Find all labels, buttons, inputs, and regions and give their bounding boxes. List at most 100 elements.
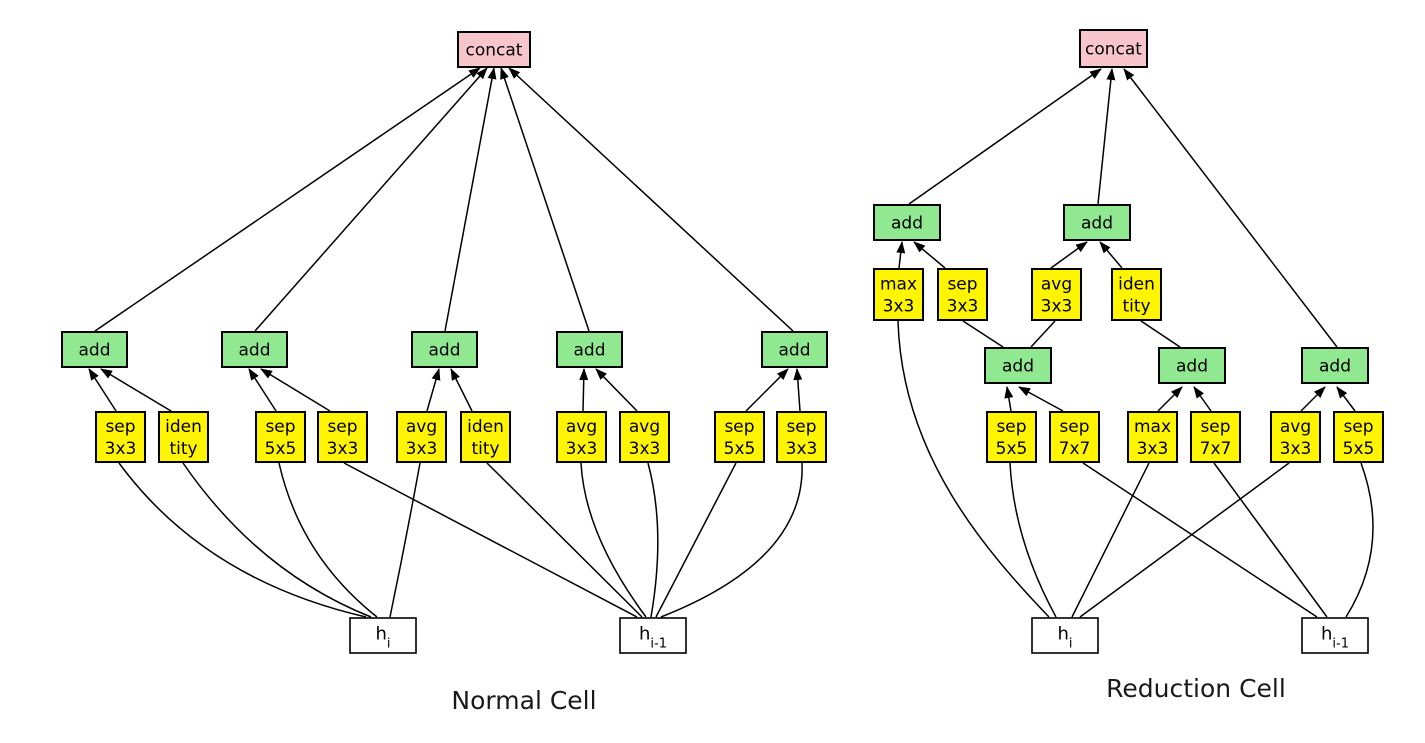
add-1-box	[61, 331, 128, 368]
normal-cell-title: Normal Cell	[451, 686, 597, 715]
edge-op-sep7x7-a-to-add-mid-left	[1018, 386, 1064, 412]
edge-op-sep3x3-to-add-top-left	[913, 241, 946, 269]
edge-op-avg3x3-b-to-add-mid-right	[1300, 386, 1326, 412]
op3-sep5x5-box	[255, 411, 306, 463]
concat-box	[1079, 29, 1148, 68]
op7-avg3x3-box	[556, 411, 607, 463]
add-mid-center-label: add	[1176, 357, 1208, 377]
edge-add-top-right-to-concat	[1097, 68, 1116, 205]
op5-avg3x3-box	[396, 411, 447, 463]
reduction-cell-title: Reduction Cell	[1106, 674, 1286, 703]
edge-op1-sep3x3-to-add-1	[88, 368, 117, 412]
edge-op-identity-to-add-top-right	[1099, 241, 1123, 269]
add-3-box	[411, 331, 478, 368]
edge-add-top-left-to-concat	[908, 68, 1102, 205]
add-mid-center-box	[1158, 347, 1226, 384]
op10-sep3x3-box	[776, 411, 827, 463]
add-4-box	[556, 331, 623, 368]
edge-add-2-to-concat	[254, 67, 488, 332]
add-5-label: add	[779, 341, 811, 361]
h-i-box	[1031, 617, 1099, 654]
edge-add-mid-left-to-op-avg3x3-a	[1030, 320, 1056, 348]
op-max3x3-b-box	[1127, 411, 1178, 463]
edge-h-i-1-to-op7-avg3x3	[580, 462, 647, 618]
edge-op9-sep5x5-to-add-5	[745, 368, 789, 412]
op-sep5x5-b-box	[1333, 411, 1384, 463]
edge-op4-sep3x3-to-add-2	[260, 368, 331, 412]
add-4-label: add	[574, 341, 606, 361]
h-i-box	[349, 617, 417, 654]
op-sep7x7-a-box	[1049, 411, 1100, 463]
add-mid-left-label: add	[1002, 357, 1034, 377]
edge-op-max3x3-a-to-add-top-left	[896, 241, 906, 269]
h-i-1-label: hi-1	[639, 624, 667, 652]
edge-add-1-to-concat	[94, 67, 481, 332]
h-i-label: hi	[1057, 624, 1072, 652]
node-add-mid-center: add	[1158, 347, 1226, 384]
op-max3x3-a-box	[873, 268, 924, 321]
edge-h-i-1-to-op10-sep3x3	[660, 462, 803, 618]
op-sep5x5-a-box	[986, 411, 1037, 463]
edge-h-i-to-op1-sep3x3	[118, 462, 367, 618]
node-add-mid-left: add	[984, 347, 1052, 384]
node-add-top-left: add	[873, 204, 941, 241]
node-h-i-1: hi-1	[1301, 617, 1369, 654]
edge-op-sep7x7-b-to-add-mid-center	[1193, 386, 1212, 412]
edge-h-i-to-op-max3x3-b	[1071, 462, 1150, 618]
edge-h-i-to-op-avg3x3-b	[1079, 462, 1290, 618]
edge-h-i-1-to-op-sep7x7-b	[1213, 462, 1328, 618]
edge-h-i-to-op-sep5x5-a	[1009, 462, 1057, 618]
h-i-label: hi	[375, 624, 390, 652]
node-h-i: hi	[1031, 617, 1099, 654]
add-top-left-label: add	[891, 214, 923, 234]
op-avg3x3-a-box	[1031, 268, 1082, 321]
add-mid-right-box	[1301, 347, 1369, 384]
op6-identity-box	[460, 411, 511, 463]
edge-op-max3x3-b-to-add-mid-center	[1157, 386, 1183, 412]
edge-op-avg3x3-a-to-add-top-right	[1050, 241, 1088, 269]
op1-sep3x3-box	[95, 411, 146, 463]
node-add-2: add	[221, 331, 288, 368]
edge-h-i-to-op2-identity	[182, 462, 372, 618]
edge-add-3-to-concat	[444, 67, 497, 332]
add-2-label: add	[239, 341, 271, 361]
edge-op7-avg3x3-to-add-4	[579, 368, 589, 412]
edge-op-sep5x5-b-to-add-mid-right	[1336, 386, 1356, 412]
node-concat: concat	[1079, 29, 1148, 68]
edge-h-i-to-op-max3x3-a	[897, 320, 1050, 618]
edge-h-i-1-to-op9-sep5x5	[655, 462, 737, 618]
node-add-top-right: add	[1063, 204, 1131, 241]
edge-h-i-to-op5-avg3x3	[389, 462, 421, 618]
op8-avg3x3-box	[619, 411, 670, 463]
h-i-1-box	[619, 617, 687, 654]
